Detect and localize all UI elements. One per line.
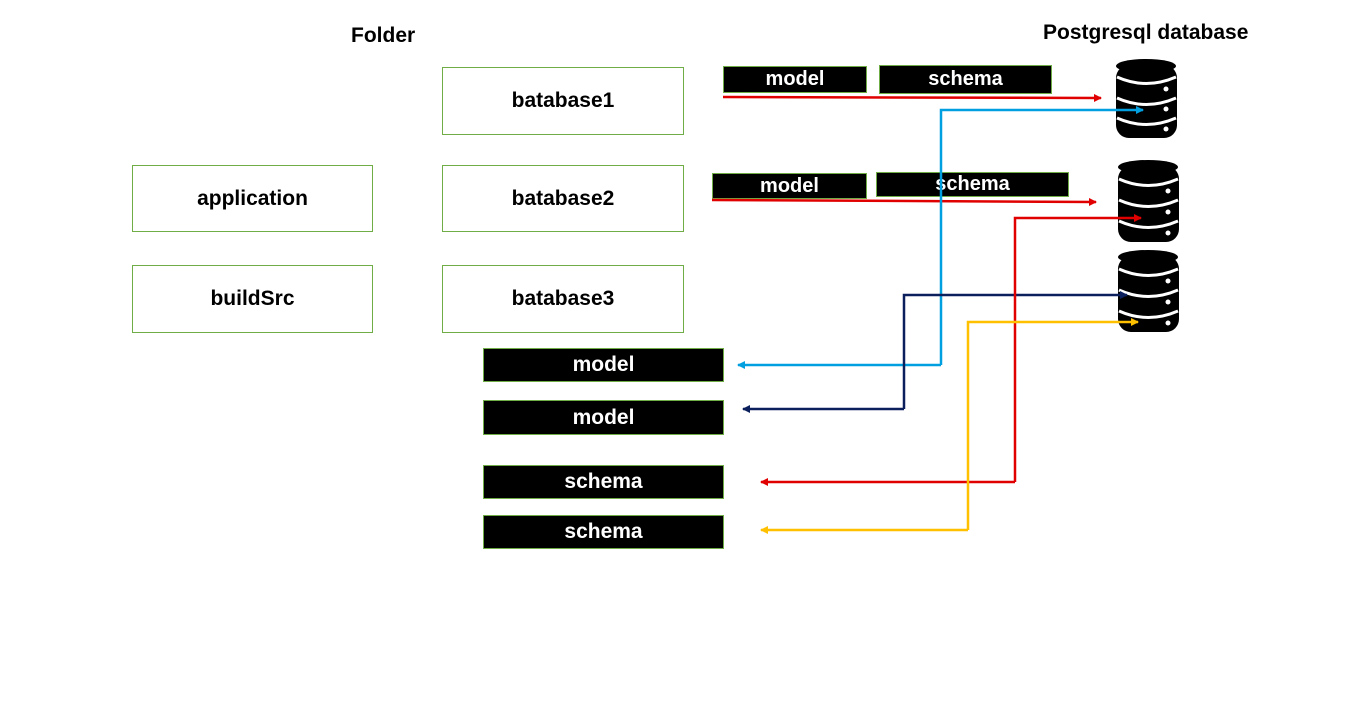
database-icon — [1116, 59, 1177, 138]
folder-label: batabase3 — [511, 287, 615, 310]
model-tag-2: model — [483, 400, 724, 435]
folder-heading: Folder — [351, 24, 416, 47]
folder-buildsrc[interactable]: buildSrc — [132, 265, 373, 333]
database-heading: Postgresql database — [1043, 21, 1249, 44]
folder-application[interactable]: application — [132, 165, 373, 232]
arrow-red-to-db2 — [1013, 214, 1142, 482]
schema-tag-2: schema — [483, 515, 724, 549]
db2-schema-tag: schema — [876, 172, 1069, 197]
db2-model-tag: model — [712, 173, 867, 199]
folder-batabase2[interactable]: batabase2 — [442, 165, 684, 232]
arrow-navy-to-db3 — [902, 291, 1128, 409]
folder-batabase1[interactable]: batabase1 — [442, 67, 684, 135]
database-icon — [1118, 160, 1179, 242]
folder-label: batabase1 — [511, 89, 615, 112]
arrow-yellow-to-db3 — [966, 318, 1139, 530]
folder-label: application — [197, 186, 308, 210]
folder-label: buildSrc — [210, 287, 295, 310]
db1-model-tag: model — [723, 66, 867, 93]
model-tag-1: model — [483, 348, 724, 382]
arrow-db2-red — [711, 197, 1097, 206]
arrow-blue-to-db1 — [939, 106, 1144, 365]
arrow-db1-red — [722, 93, 1102, 102]
schema-tag-1: schema — [483, 465, 724, 499]
database-icon — [1118, 250, 1179, 332]
folder-batabase3[interactable]: batabase3 — [442, 265, 684, 333]
db1-schema-tag: schema — [879, 65, 1052, 94]
folder-label: batabase2 — [511, 186, 615, 210]
